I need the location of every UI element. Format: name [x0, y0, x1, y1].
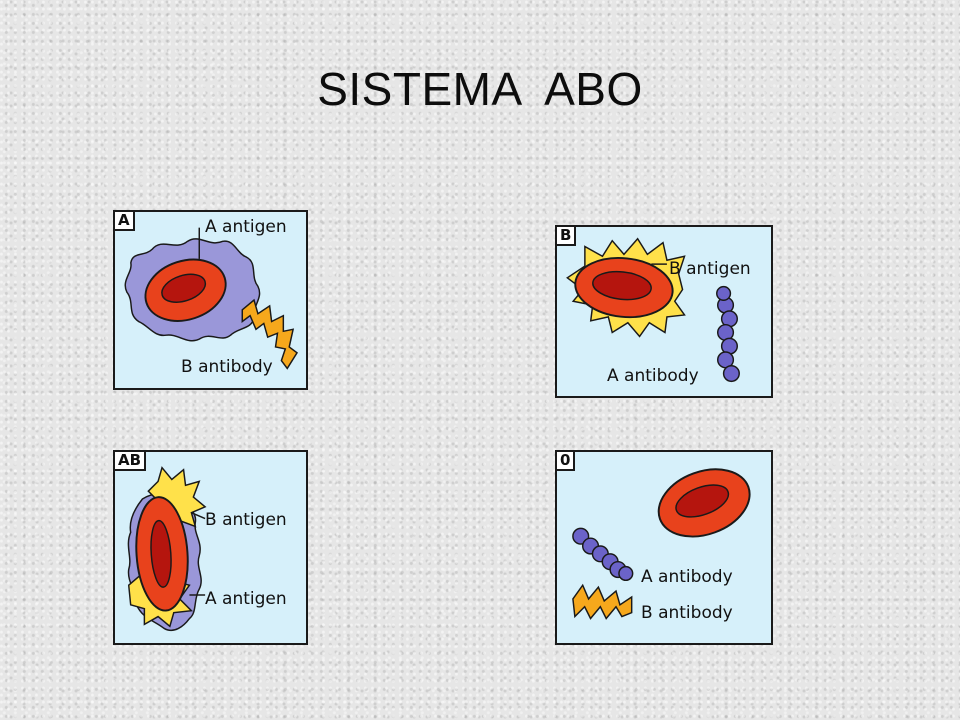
blood-type-b-panel: B B antigen A antibody [555, 225, 773, 398]
b-antigen-pointer [191, 512, 206, 520]
b-antibody-label: B antibody [181, 357, 273, 377]
b-antibody [572, 583, 633, 620]
a-antigen-label: A antigen [205, 589, 287, 609]
a-antibody [716, 285, 740, 383]
blood-type-ab-tag: AB [115, 452, 147, 471]
blood-type-ab-panel: AB B antigen A antigen [113, 450, 308, 645]
blood-type-o-panel: 0 A antibody B antibody [555, 450, 773, 645]
red-blood-cell-center [675, 484, 730, 518]
blood-type-a-illustration [124, 227, 299, 370]
red-blood-cell-center [150, 519, 172, 588]
blood-type-b-illustration [566, 237, 740, 383]
blood-type-b-tag: B [557, 227, 577, 246]
red-blood-cell-center [161, 273, 207, 303]
red-blood-cell-center [592, 270, 652, 301]
blood-type-ab-illustration [127, 466, 207, 632]
b-antigen-label: B antigen [669, 259, 751, 279]
blood-type-o-illustration [572, 468, 751, 620]
a-antigen-label: A antigen [205, 217, 287, 237]
blood-type-a-panel: A A antigen B antibody [113, 210, 308, 390]
a-antibody-label: A antibody [607, 366, 699, 386]
a-antibody-label: A antibody [641, 567, 733, 587]
b-antigen-label: B antigen [205, 510, 287, 530]
slide-title: SISTEMA ABO [317, 63, 643, 115]
a-antibody [572, 527, 634, 582]
b-antibody [241, 298, 299, 370]
blood-type-o-tag: 0 [557, 452, 576, 471]
blood-type-a-tag: A [115, 212, 135, 231]
b-antibody-label: B antibody [641, 603, 733, 623]
